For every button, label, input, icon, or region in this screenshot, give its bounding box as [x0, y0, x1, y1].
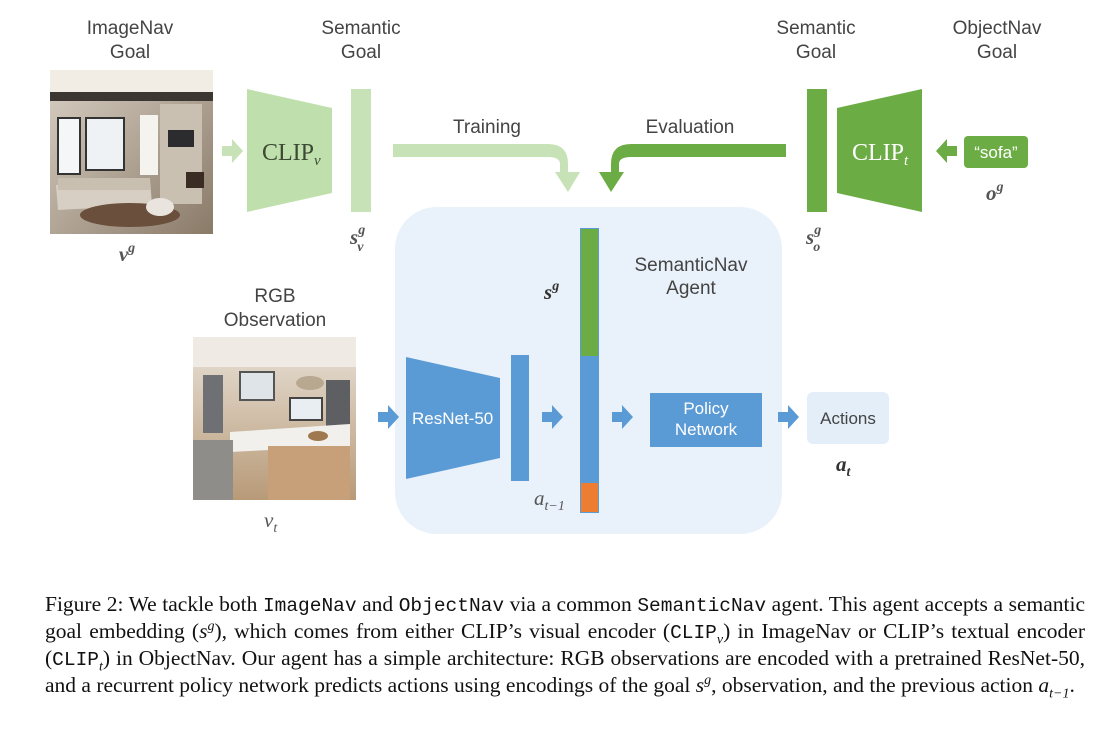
semantic-goal-right-label-2: Goal — [796, 42, 836, 63]
clip-v-label: CLIPv — [262, 140, 321, 169]
atm1-math: at−1 — [534, 486, 565, 514]
curved-arrow-icon — [599, 144, 786, 192]
arrow-left-icon — [936, 139, 957, 163]
at-math: at — [836, 452, 852, 480]
actions-label: Actions — [820, 409, 876, 428]
actions-box — [807, 392, 889, 444]
concatenated-embedding-bar — [580, 228, 599, 513]
vg-math: vg — [119, 241, 135, 266]
vt-math: vt — [264, 508, 278, 536]
arrow-right-icon — [612, 405, 633, 429]
training-label: Training — [453, 117, 521, 138]
rgb-observation-label-1: RGB — [254, 286, 295, 307]
semantic-goal-left-bar — [351, 89, 371, 212]
curved-arrow-icon — [393, 144, 580, 192]
semantic-goal-right-label-1: Semantic — [776, 18, 855, 39]
arrow-right-icon — [222, 139, 243, 163]
rgb-observation-label-2: Observation — [224, 310, 326, 331]
imagenav-goal-label-2: Goal — [110, 42, 150, 63]
agent-label-2: Agent — [666, 278, 716, 299]
imagenav-goal-label-1: ImageNav — [87, 18, 174, 39]
resnet-label: ResNet-50 — [412, 409, 493, 428]
sofa-label: “sofa” — [974, 143, 1018, 162]
policy-label-2: Network — [675, 420, 738, 439]
resnet-50-encoder — [406, 357, 500, 479]
figure-caption: Figure 2: We tackle both ImageNav and Ob… — [45, 592, 1085, 702]
agent-label-1: SemanticNav — [635, 255, 748, 276]
arrow-right-icon — [542, 405, 563, 429]
clip-visual-encoder — [247, 89, 332, 212]
sg-math: sg — [543, 279, 559, 304]
policy-label-1: Policy — [683, 399, 729, 418]
semantic-goal-left-label-1: Semantic — [321, 18, 400, 39]
photo-kitchen — [193, 337, 356, 500]
clip-t-label: CLIPt — [852, 140, 909, 169]
policy-network-box — [650, 393, 762, 447]
arrow-right-icon — [778, 405, 799, 429]
arrow-right-icon — [378, 405, 399, 429]
observation-embedding-bar — [511, 355, 529, 481]
objectnav-goal-label-2: Goal — [977, 42, 1017, 63]
semantic-goal-right-bar — [807, 89, 827, 212]
clip-text-encoder — [837, 89, 922, 212]
objectnav-goal-label-1: ObjectNav — [953, 18, 1042, 39]
semantic-goal-left-label-2: Goal — [341, 42, 381, 63]
semanticnav-diagram: ImageNav Goal Semantic Goal Semantic Goa… — [50, 18, 1042, 536]
sofa-text-box — [964, 136, 1028, 168]
evaluation-label: Evaluation — [646, 117, 735, 138]
og-math: og — [986, 180, 1004, 205]
photo-living-room — [50, 70, 213, 234]
